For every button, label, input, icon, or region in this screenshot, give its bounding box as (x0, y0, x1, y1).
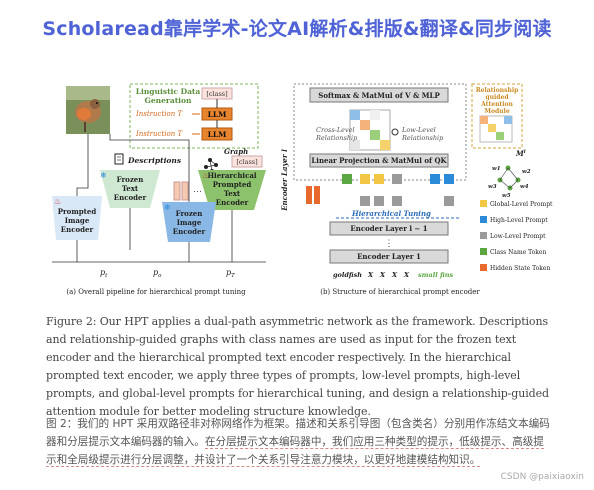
caption-zh-part-2: 在分层提示文本编码器中，我们应用三种类型的提示，低级提示、高级提示和全局级提示进… (46, 436, 544, 467)
linear-block: Linear Projection & MatMul of QK (311, 156, 447, 165)
svg-text:Global-Level Prompt: Global-Level Prompt (490, 201, 553, 208)
hier-4: Encoder (216, 198, 249, 207)
ling-title-1: Linguistic Data (136, 87, 201, 96)
prompted-img-1: Prompted (58, 207, 97, 216)
cross-level-1: Cross-Level (316, 126, 355, 134)
figure-caption-zh: 图 2：我们的 HPT 采用双路径非对称网络作为框架。描述和关系引导图（包含类名… (46, 415, 552, 469)
hierarchical-tuning: Hierarchical Tuning (351, 209, 431, 218)
svg-text:w2: w2 (522, 169, 531, 175)
output-pT: pT (226, 268, 235, 279)
output-pt: pt (100, 268, 108, 279)
snowflake-icon: ❄ (100, 171, 107, 180)
graph-label: Graph (224, 147, 248, 156)
legend-swatch-high (480, 216, 487, 223)
caption-zh-part-1: 图 2：我们的 HPT 采用双路径非对称网络作为框架。描述和关系引导图（包含类名… (46, 418, 550, 448)
legend: Global-Level Prompt High-Level Prompt Lo… (480, 200, 553, 272)
relationship-matrix (479, 115, 513, 143)
page-banner[interactable]: Scholaread靠岸学术-论文AI解析&排版&翻译&同步阅读 (42, 18, 552, 40)
output-po: po (153, 268, 162, 279)
hier-2: Prompted (213, 180, 252, 189)
panel-a: Linguistic Data Generation [class] Instr… (52, 83, 266, 296)
flame-icon: ♨ (202, 171, 209, 180)
cross-level-2: Relationship (315, 134, 358, 142)
svg-text:Low-Level Prompt: Low-Level Prompt (490, 233, 546, 240)
hier-1: Hierarchical (207, 171, 256, 180)
document-icon (114, 153, 124, 165)
bird-image (66, 86, 110, 134)
llm-1: LLM (208, 110, 227, 119)
svg-text:w1: w1 (492, 166, 501, 172)
hierarchical-prompted-text-encoder (198, 170, 266, 210)
instruction-t1: Instruction T (135, 110, 183, 118)
svg-text:w5: w5 (502, 193, 511, 199)
prompted-image-encoder (52, 196, 102, 240)
subcaption-a: (a) Overall pipeline for hierarchical pr… (66, 288, 246, 296)
prompted-img-3: Encoder (61, 225, 94, 234)
m-label: Ml (515, 149, 526, 158)
weighted-graph: w1 w2 w3 w4 w5 (488, 165, 531, 199)
encoder-layer-l-label: Encoder Layer l (280, 149, 289, 212)
snowflake-icon: ❄ (164, 203, 171, 212)
low-level-2: Relationship (401, 134, 444, 142)
svg-text:Class Name Token: Class Name Token (490, 249, 546, 256)
class-tag-2: [class] (236, 158, 257, 166)
legend-swatch-global (480, 200, 487, 207)
figure-2: Linguistic Data Generation [class] Instr… (40, 70, 570, 306)
frozen-img-1: Frozen (176, 209, 203, 218)
svg-text:X: X (379, 271, 386, 279)
svg-text:w4: w4 (520, 184, 529, 190)
svg-text:⋮: ⋮ (385, 239, 394, 249)
encoder-layer-l-minus-1: Encoder Layer l − 1 (350, 224, 427, 233)
low-level-1: Low-Level (401, 126, 436, 134)
flame-icon: ♨ (54, 197, 61, 206)
svg-text:X: X (367, 271, 374, 279)
legend-swatch-class (480, 248, 487, 255)
class-tag-1: [class] (206, 90, 227, 98)
module-title-3: Attention (480, 101, 513, 108)
module-title-4: Module (484, 108, 509, 115)
hier-3: Text (224, 189, 241, 198)
frozen-img-2: Image (177, 218, 202, 227)
ellipsis-dots: ⋯ (193, 187, 202, 197)
svg-text:w3: w3 (488, 184, 497, 190)
token-row (306, 174, 454, 206)
legend-swatch-low (480, 232, 487, 239)
prompted-img-2: Image (65, 216, 90, 225)
svg-text:X: X (391, 271, 398, 279)
attention-matrix (349, 109, 391, 151)
frozen-image-encoder (162, 202, 216, 242)
module-title-2: guided (485, 94, 509, 101)
svg-text:X: X (403, 271, 410, 279)
softmax-block: Softmax & MatMul of V & MLP (318, 91, 440, 100)
frozen-text-2: Text (122, 184, 139, 193)
legend-swatch-hidden (480, 264, 487, 271)
frozen-text-1: Frozen (117, 175, 144, 184)
panel-b: Encoder Layer l Softmax & MatMul of V & … (280, 83, 553, 296)
svg-text:small: small (418, 271, 438, 279)
ling-title-2: Generation (145, 96, 193, 105)
add-icon (391, 128, 399, 136)
frozen-img-3: Encoder (173, 227, 206, 236)
svg-text:Hidden State Token: Hidden State Token (490, 265, 550, 272)
encoder-layer-1: Encoder Layer 1 (357, 252, 421, 261)
figure-caption-en: Figure 2: Our HPT applies a dual-path as… (46, 315, 549, 418)
descriptions-label: Descriptions (127, 156, 182, 165)
input-tokens: goldfish X X X X small fins (333, 271, 453, 279)
subcaption-b: (b) Structure of hierarchical prompt enc… (320, 288, 480, 296)
svg-text:fins: fins (439, 271, 453, 279)
instruction-t2: Instruction T (135, 130, 183, 138)
svg-text:High-Level Prompt: High-Level Prompt (490, 217, 548, 224)
watermark: CSDN @paixiaoxin (500, 472, 584, 482)
frozen-text-3: Encoder (114, 193, 147, 202)
llm-2: LLM (208, 130, 227, 139)
module-title-1: Relationship (476, 87, 519, 94)
svg-text:goldfish: goldfish (333, 271, 362, 279)
frozen-text-encoder (100, 170, 160, 208)
